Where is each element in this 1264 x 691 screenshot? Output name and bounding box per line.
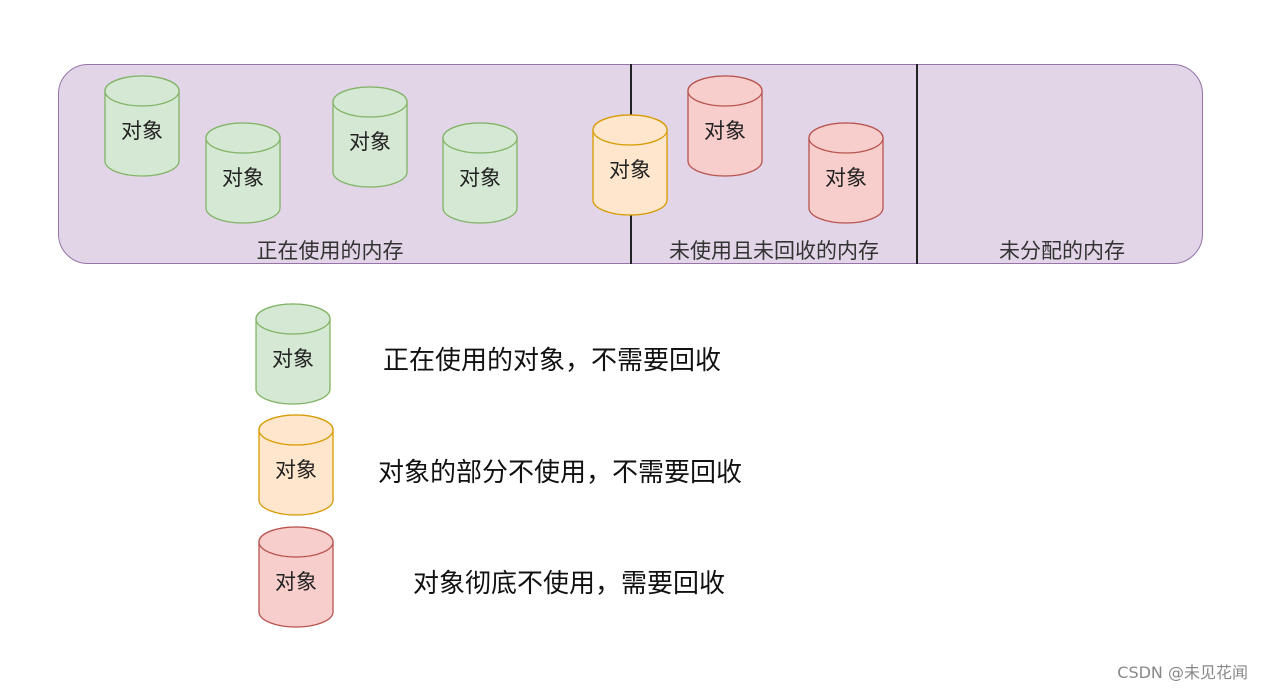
legend-text-unused: 对象彻底不使用，需要回收 — [413, 569, 726, 599]
cylinder-shape — [808, 122, 884, 224]
legend-cylinder: 对象 — [255, 303, 331, 405]
object-label: 对象 — [222, 166, 264, 190]
object-label: 对象 — [272, 347, 314, 371]
cylinder-shape — [258, 526, 334, 628]
object-label: 对象 — [609, 158, 651, 182]
object-label: 对象 — [704, 119, 746, 143]
region-divider-2 — [916, 64, 918, 264]
legend-cylinder: 对象 — [258, 414, 334, 516]
legend-text-partially-unused: 对象的部分不使用，不需要回收 — [378, 458, 743, 488]
object-cylinder: 对象 — [332, 86, 408, 188]
object-cylinder: 对象 — [205, 122, 281, 224]
legend-text-in-use: 正在使用的对象，不需要回收 — [383, 346, 722, 376]
object-label: 对象 — [121, 119, 163, 143]
object-label: 对象 — [825, 166, 867, 190]
object-cylinder: 对象 — [592, 114, 668, 216]
watermark: CSDN @未见花闻 — [1117, 663, 1248, 682]
cylinder-shape — [258, 414, 334, 516]
object-cylinder: 对象 — [808, 122, 884, 224]
legend-cylinder: 对象 — [258, 526, 334, 628]
region-label-in-use: 正在使用的内存 — [256, 239, 404, 263]
cylinder-shape — [205, 122, 281, 224]
cylinder-shape — [592, 114, 668, 216]
object-cylinder: 对象 — [687, 75, 763, 177]
object-label: 对象 — [349, 130, 391, 154]
cylinder-shape — [442, 122, 518, 224]
region-label-unused-unreclaimed: 未使用且未回收的内存 — [669, 239, 879, 263]
cylinder-shape — [104, 75, 180, 177]
cylinder-shape — [687, 75, 763, 177]
region-label-unallocated: 未分配的内存 — [999, 239, 1125, 263]
object-label: 对象 — [275, 458, 317, 482]
object-label: 对象 — [275, 570, 317, 594]
cylinder-shape — [255, 303, 331, 405]
object-label: 对象 — [459, 166, 501, 190]
object-cylinder: 对象 — [104, 75, 180, 177]
object-cylinder: 对象 — [442, 122, 518, 224]
cylinder-shape — [332, 86, 408, 188]
